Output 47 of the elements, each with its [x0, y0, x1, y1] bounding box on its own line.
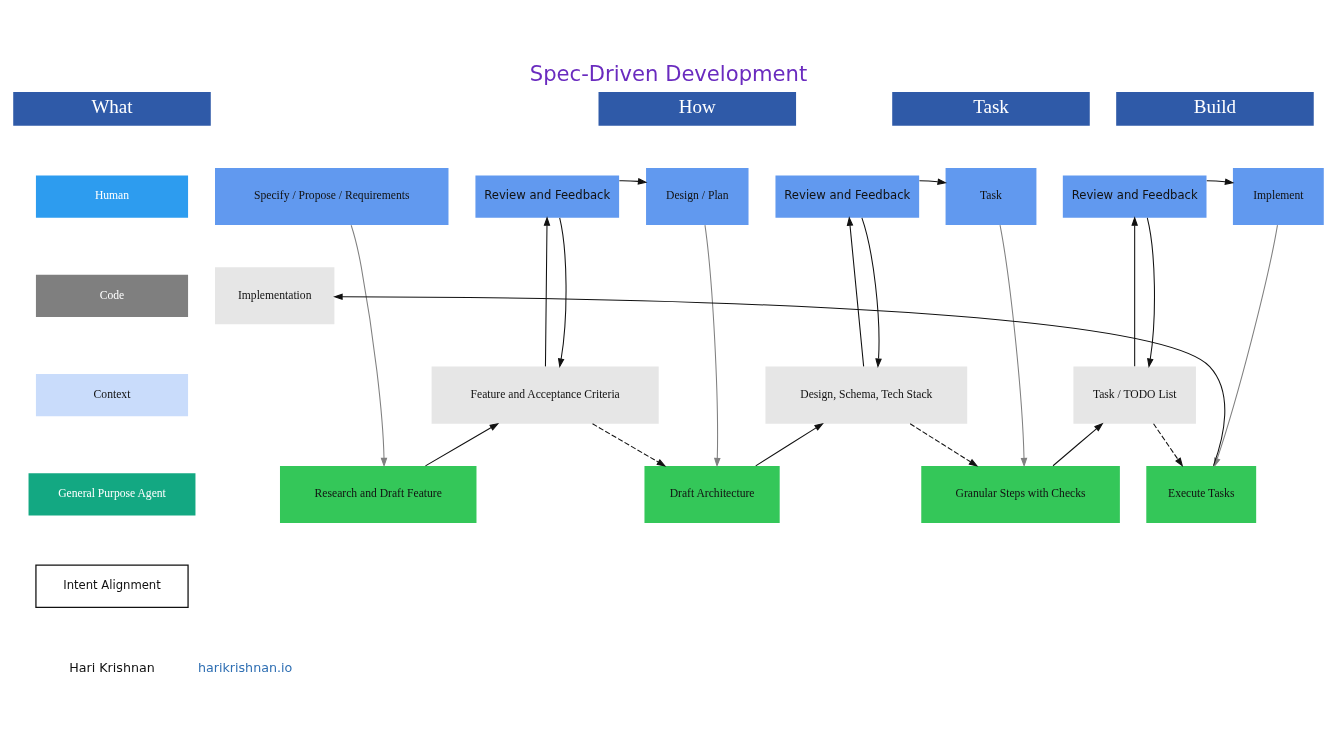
arrow	[1206, 177, 1235, 185]
node-box: Task	[892, 91, 1090, 126]
arrow	[592, 422, 667, 467]
label: harikrishnan.io	[197, 659, 293, 675]
arrow	[424, 422, 500, 466]
node-box: Review and Feedback	[775, 174, 920, 218]
node-box: Execute Tasks	[1146, 465, 1257, 523]
arrow	[755, 422, 824, 466]
arrow	[1153, 422, 1184, 467]
node-box: General Purpose Agent	[28, 472, 196, 516]
arrow	[350, 224, 388, 467]
node-box: Review and Feedback	[1062, 174, 1207, 218]
arrow	[1052, 422, 1104, 466]
node-box: Review and Feedback	[475, 174, 620, 218]
arrow	[704, 224, 721, 467]
label: Hari Krishnan	[69, 659, 155, 675]
arrow	[1131, 215, 1138, 367]
node-box: Implement	[1232, 167, 1324, 225]
arrow	[918, 177, 947, 185]
arrow	[846, 215, 865, 367]
arrow	[1214, 224, 1278, 467]
node-box: Code	[35, 274, 189, 317]
node-box: Design / Plan	[646, 167, 749, 225]
node-box: Task / TODO List	[1073, 366, 1196, 424]
node-box: What	[13, 91, 211, 126]
arrow	[999, 224, 1028, 467]
arrow	[1146, 216, 1155, 368]
node-box: Build	[1116, 91, 1314, 126]
diagram-title: Spec-Driven Development	[529, 60, 808, 86]
arrow	[618, 177, 648, 185]
node-box: How	[598, 91, 797, 126]
node-box: Research and Draft Feature	[280, 465, 477, 523]
node-box: Context	[35, 373, 189, 416]
node-box: Design, Schema, Tech Stack	[765, 366, 968, 424]
node-box: Intent Alignment	[35, 564, 189, 608]
node-box: Draft Architecture	[644, 465, 780, 523]
arrow	[543, 215, 551, 367]
node-box: Implementation	[215, 266, 335, 324]
node-box: Specify / Propose / Requirements	[215, 167, 449, 225]
arrow	[333, 292, 1226, 466]
arrow	[557, 216, 567, 368]
node-box: Granular Steps with Checks	[921, 465, 1120, 523]
node-box: Human	[35, 174, 189, 218]
arrow	[909, 422, 979, 467]
node-box: Feature and Acceptance Criteria	[431, 366, 659, 424]
arrow	[861, 216, 882, 368]
node-box: Task	[945, 167, 1037, 225]
